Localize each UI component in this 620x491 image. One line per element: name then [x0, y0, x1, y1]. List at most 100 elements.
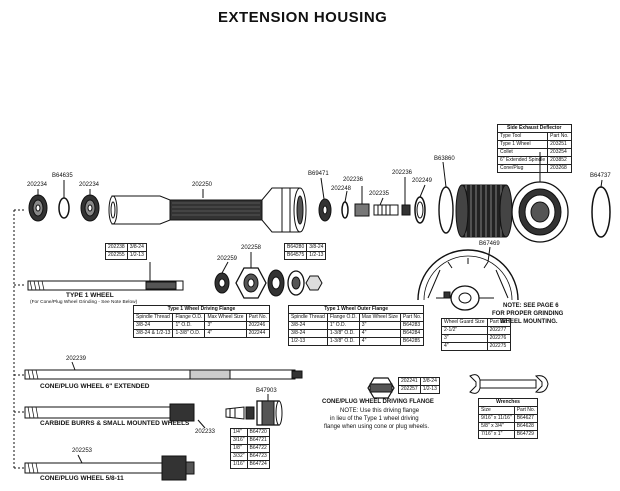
part-number-label: 202235 [369, 191, 390, 197]
table-header: Type Tool [496, 132, 549, 141]
table-cell: 203251 [547, 140, 572, 149]
table-cell: 2-1/2" [441, 326, 488, 335]
part-number-label: 202233 [195, 429, 216, 435]
table-cell: 6" Extended Spindle [496, 156, 549, 165]
type1-wheel-sublabel: (For Cone/Plug Wheel Grinding - See Note… [30, 300, 138, 305]
table-cell: Collet [496, 148, 549, 157]
part-number-label: B69471 [308, 171, 329, 177]
table-cell: B64722 [246, 444, 270, 453]
table-row: 9/16" x 11/16"B64627 [478, 414, 539, 423]
page-title: EXTENSION HOUSING [218, 9, 388, 26]
table-cell: B64628 [513, 422, 539, 431]
table-header: Part No. [399, 313, 425, 322]
wheel-guard-part [417, 249, 519, 311]
type1-wheel-label: TYPE 1 WHEEL [66, 292, 114, 299]
table-cell: Cone/Plug [496, 164, 549, 173]
table-cell: 1/8" [230, 444, 248, 453]
part-number-label: 202239 [66, 356, 87, 362]
oring-part [591, 186, 611, 238]
table-header: Flange O.D. [326, 313, 360, 322]
driving-flange-table: Type 1 Wheel Driving Flange Spindle Thre… [132, 305, 270, 338]
table-cell: 3" [358, 321, 401, 330]
part-number-label: B64737 [590, 173, 611, 179]
table-cell: 5/8" x 3/4" [478, 422, 515, 431]
part-number-label: B67469 [479, 241, 500, 247]
table-cell: B64283 [399, 321, 425, 330]
table-row: Side Exhaust Deflector [497, 124, 572, 133]
table-cell: B64720 [246, 428, 270, 437]
table-cell: B64729 [513, 430, 539, 439]
collet-nut-part [256, 400, 283, 426]
table-cell: 1/2-13 [306, 251, 327, 260]
table-cell: 1" O.D. [172, 321, 206, 330]
table-header: Spindle Thread [132, 313, 174, 322]
table-row: 1/8"B64722 [230, 444, 270, 453]
table-cell: B64284 [399, 329, 425, 338]
table-row: 3/16"B64721 [230, 436, 270, 445]
part-number-label: 202259 [217, 256, 238, 262]
cone-plug-58-label: CONE/PLUG WHEEL 5/8-11 [40, 475, 124, 482]
retaining-ring-part [414, 196, 426, 224]
table-header: Part No. [245, 313, 270, 322]
cone-flange-note: flange when using cone or plug wheels. [324, 424, 430, 430]
spindle-extended-part [24, 369, 303, 380]
lock-nut-part [305, 275, 323, 291]
cone-flange-note: NOTE: Use this driving flange [340, 408, 420, 414]
outer-flange-table: Type 1 Wheel Outer Flange Spindle Thread… [287, 305, 425, 346]
see-page-note: NOTE: SEE PAGE 6 [503, 303, 559, 309]
part-number-label: 202258 [241, 245, 262, 251]
see-page-note: FOR PROPER GRINDING [492, 311, 564, 317]
cone-flange-note: in lieu of the Type 1 wheel driving [330, 416, 419, 422]
table-header: Part No. [486, 318, 511, 327]
table-row: 7/16" x 1"B64729 [478, 430, 539, 439]
table-header: Flange O.D. [172, 313, 206, 322]
table-cell: 4" [441, 342, 488, 351]
spacer-part [354, 203, 370, 217]
table-cell: 1" O.D. [326, 321, 360, 330]
table-cell: 3/8-24 [288, 329, 328, 338]
table-cell: 202238 [105, 243, 128, 252]
bearing-part [80, 194, 100, 222]
table-cell: B64280 [283, 243, 308, 252]
table-cell: 1-3/8" O.D. [326, 337, 360, 346]
exhaust-deflector-part [511, 181, 569, 243]
table-cell: 202241 [398, 377, 421, 386]
wrench-part [469, 374, 549, 394]
table-cell: B64724 [246, 460, 270, 469]
oring-part [58, 197, 70, 219]
table-cell: B64285 [399, 337, 425, 346]
coupling-nut-part [455, 184, 513, 238]
table-cell: 4" [358, 329, 401, 338]
spindle-collet-part [24, 403, 195, 422]
part-number-label: B63860 [434, 156, 455, 162]
part-number-label: 202249 [412, 178, 433, 184]
table-cell: 3/16" [230, 436, 248, 445]
flange-washer-part [267, 269, 285, 297]
table-cell: 202246 [245, 321, 270, 330]
table-cell: 3/8-24 [306, 243, 327, 252]
part-number-label: 202234 [27, 182, 48, 188]
part-number-label: 202250 [192, 182, 213, 188]
table-row: 3/32"B64723 [230, 452, 270, 461]
table-row: Type 1 Wheel Driving Flange [133, 305, 270, 314]
table-cell: 1/2-13 [419, 385, 440, 394]
table-cell: 202255 [105, 251, 128, 260]
part-number-label: 202253 [72, 448, 93, 454]
table-cell: 1/2-13 [126, 251, 147, 260]
table-cell: 203852 [547, 156, 572, 165]
